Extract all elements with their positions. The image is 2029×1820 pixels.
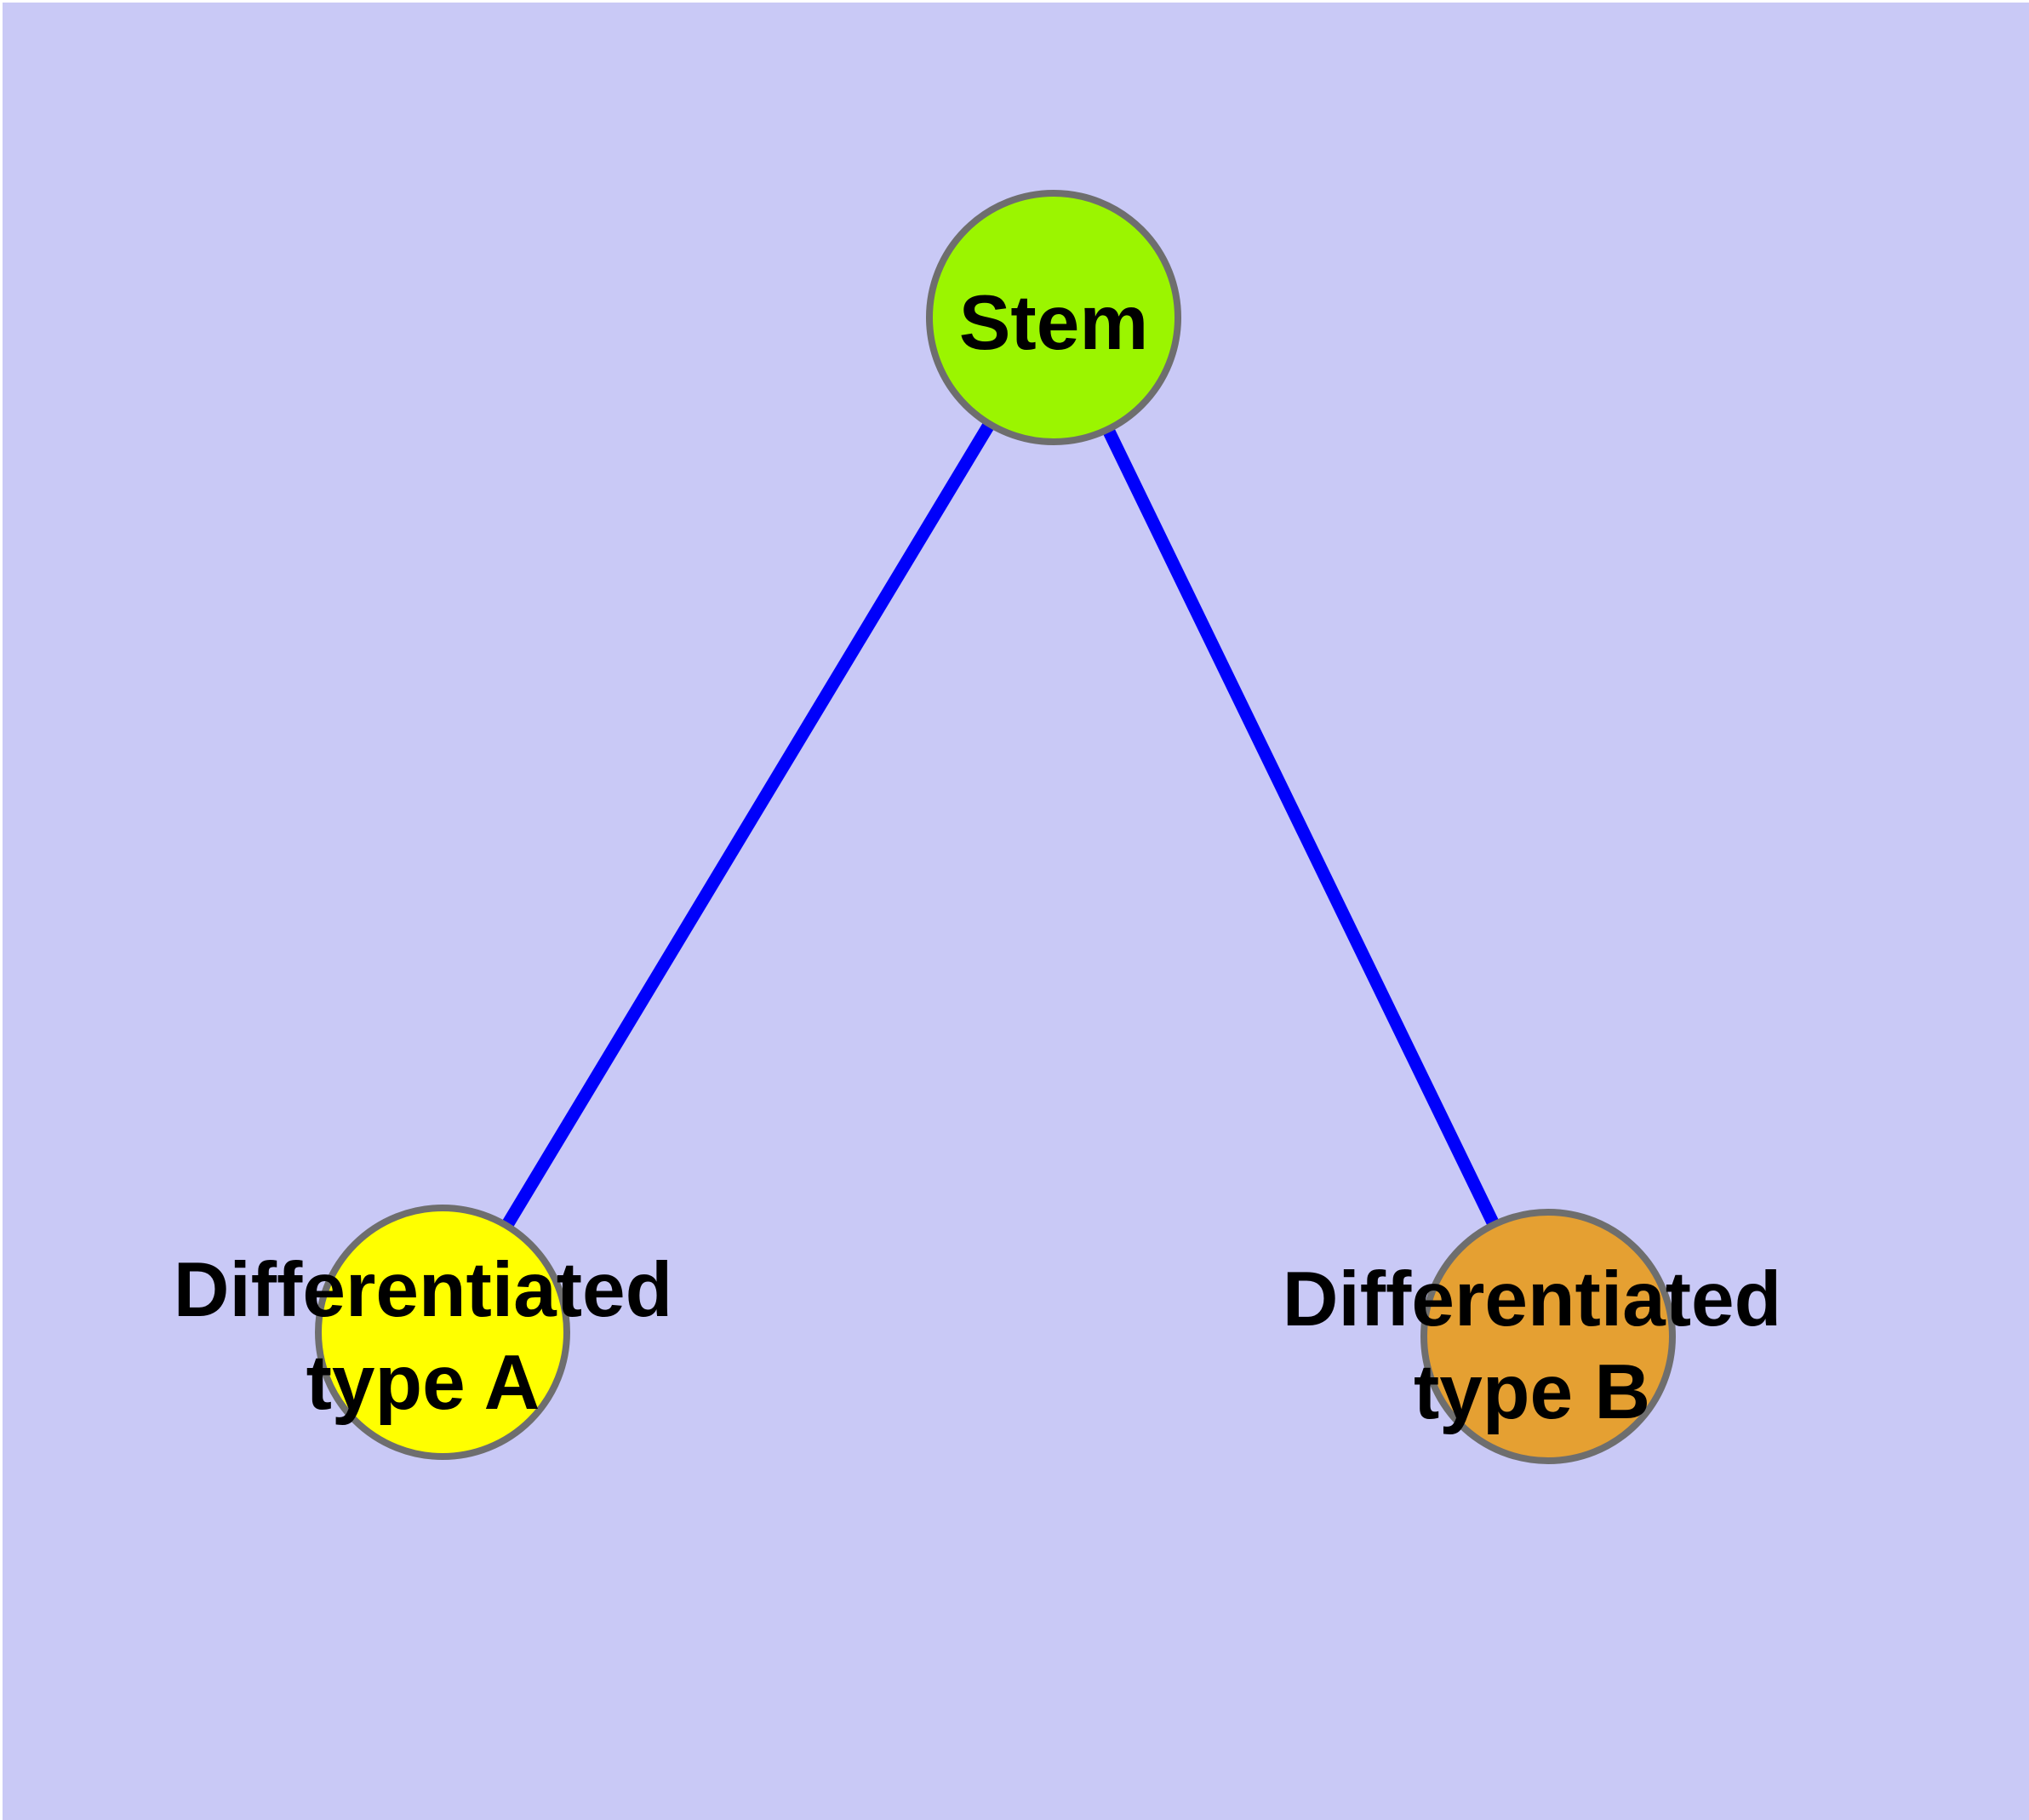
edge-stem-to-type-a (437, 314, 1060, 1336)
node-stem-label: Stem (959, 280, 1149, 366)
node-type-b-circle (1420, 1209, 1676, 1464)
node-stem-circle (926, 190, 1181, 445)
node-type-a-label-line1: Differentiated (174, 1247, 673, 1333)
node-type-a-circle (315, 1205, 570, 1460)
node-type-b-label-line1: Differentiated (1283, 1256, 1782, 1342)
edge-stem-to-type-b (1048, 314, 1554, 1340)
node-type-a-label-line2: type A (306, 1340, 540, 1426)
node-type-b-label-line2: type B (1414, 1349, 1650, 1435)
